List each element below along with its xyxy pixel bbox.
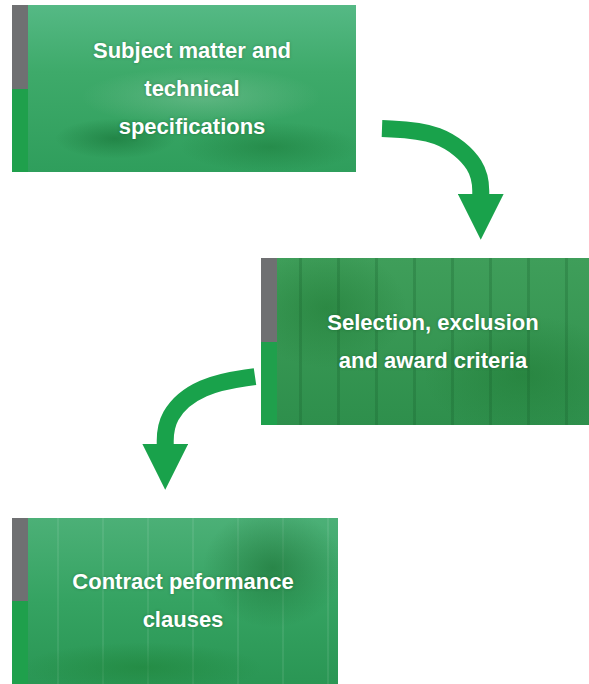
accent-bar [261,258,277,342]
accent-bar [12,89,28,173]
flow-arrow [382,129,481,196]
box-label: Subject matter and technical specificati… [75,32,310,146]
process-box: Subject matter and technical specificati… [12,5,356,172]
box-label: Contract peformance clauses [56,563,311,639]
process-box: Contract peformance clauses [12,518,338,684]
accent-bar [261,342,277,426]
accent-bar [12,601,28,684]
accent-bar [12,518,28,601]
process-box: Selection, exclusion and award criteria [261,258,589,425]
accent-bar [12,5,28,89]
flow-arrow [165,377,255,446]
box-label: Selection, exclusion and award criteria [311,304,556,380]
